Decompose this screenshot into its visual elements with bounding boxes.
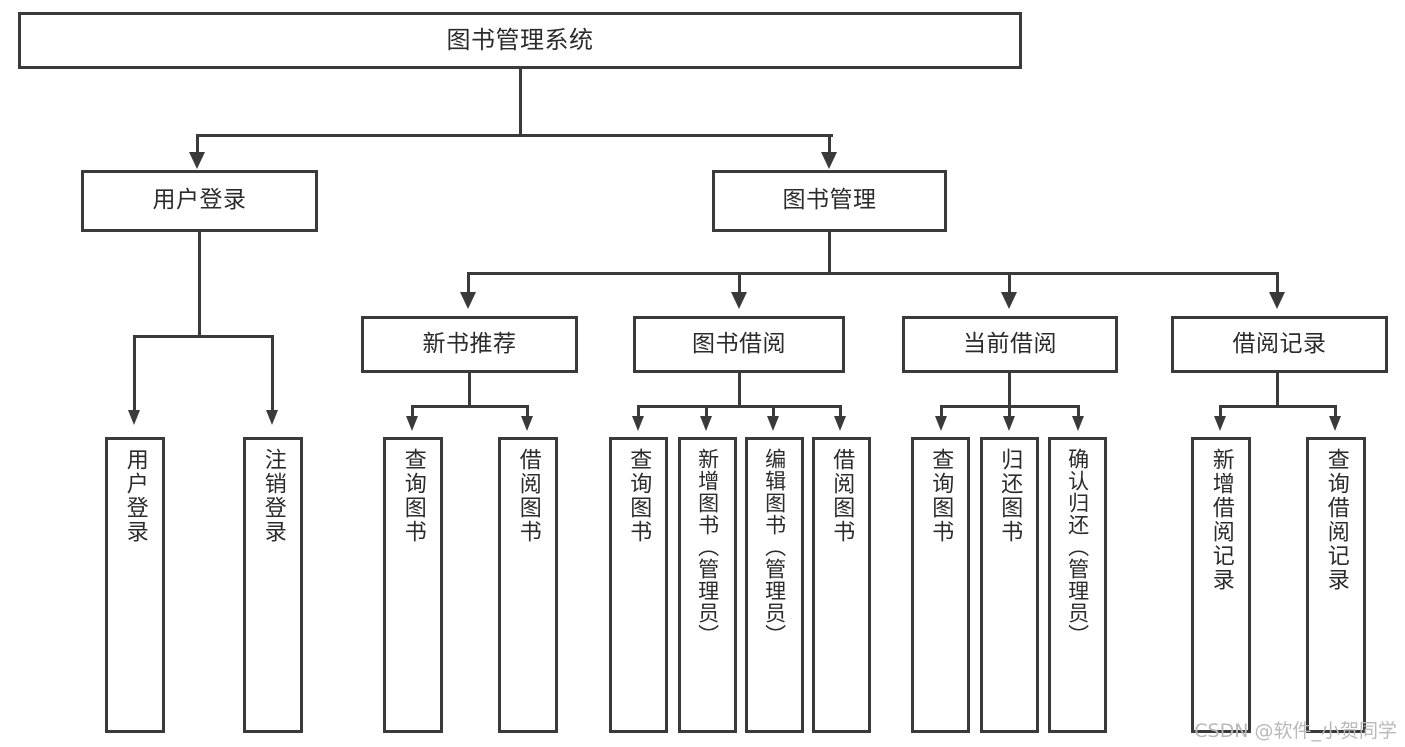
connector-root-bus [196, 134, 833, 137]
connector-book-borrow-leaf-3 [772, 405, 775, 419]
leaf-new-book-borrow-label: 借阅图书 [515, 448, 541, 544]
leaf-borrow-record-add[interactable]: 新增借阅记录 [1191, 437, 1251, 733]
connector-current-borrow-leaf-1 [940, 405, 943, 419]
connector-bm-to-current-borrow [1008, 272, 1011, 298]
connector-borrow-record-stem [1276, 373, 1279, 407]
arrowhead-borrow-record-leaf-1 [1214, 416, 1226, 431]
connector-bm-to-book-borrow [738, 272, 741, 298]
leaf-current-borrow-confirm-return-label: 确认归还（管理员） [1065, 448, 1090, 646]
connector-current-borrow-leaf-2 [1008, 405, 1011, 419]
connector-root-stem [519, 69, 522, 136]
leaf-borrow-record-query-label: 查询借阅记录 [1323, 448, 1349, 592]
leaf-book-borrow-edit-label: 编辑图书（管理员） [762, 448, 787, 646]
leaf-book-borrow-add-label: 新增图书（管理员） [695, 448, 720, 646]
arrowhead-bm-borrow-record [1269, 292, 1285, 309]
connector-user-login-bus [133, 335, 271, 338]
arrowhead-root-to-user-login [189, 152, 205, 169]
leaf-current-borrow-query-label: 查询图书 [928, 448, 954, 544]
leaf-book-borrow-add[interactable]: 新增图书（管理员） [678, 437, 737, 733]
node-user-login[interactable]: 用户登录 [81, 170, 318, 232]
arrowhead-user-login-leaf-2 [266, 410, 278, 425]
leaf-user-login-login[interactable]: 用户登录 [105, 437, 165, 733]
connector-book-borrow-stem [738, 373, 741, 407]
arrowhead-book-borrow-leaf-4 [834, 416, 846, 431]
node-book-management[interactable]: 图书管理 [712, 170, 947, 232]
node-root-book-management-system[interactable]: 图书管理系统 [18, 12, 1022, 69]
arrowhead-borrow-record-leaf-2 [1329, 416, 1341, 431]
leaf-book-borrow-borrow[interactable]: 借阅图书 [812, 437, 871, 733]
connector-new-book-stem [468, 373, 471, 407]
arrowhead-new-book-leaf-1 [406, 416, 418, 431]
node-book-borrow-label: 图书借阅 [692, 330, 786, 357]
node-current-borrow[interactable]: 当前借阅 [902, 316, 1118, 373]
leaf-new-book-query-label: 查询图书 [400, 448, 426, 544]
connector-book-management-bus [467, 272, 1279, 275]
connector-new-book-leaf-2 [526, 405, 529, 419]
connector-user-login-to-leaf-2 [271, 335, 274, 413]
node-book-management-label: 图书管理 [782, 187, 877, 214]
connector-borrow-record-leaf-1 [1219, 405, 1222, 419]
arrowhead-book-borrow-leaf-2 [700, 416, 712, 431]
leaf-new-book-query[interactable]: 查询图书 [383, 437, 443, 733]
connector-borrow-record-bus [1219, 405, 1337, 408]
node-user-login-label: 用户登录 [152, 187, 247, 214]
arrowhead-new-book-leaf-2 [521, 416, 533, 431]
connector-book-management-stem [828, 232, 831, 274]
leaf-user-login-logout[interactable]: 注销登录 [243, 437, 303, 733]
connector-book-borrow-bus [637, 405, 841, 408]
leaf-book-borrow-query-label: 查询图书 [626, 448, 652, 544]
leaf-current-borrow-return[interactable]: 归还图书 [980, 437, 1039, 733]
connector-current-borrow-leaf-3 [1077, 405, 1080, 419]
node-new-book-recommend-label: 新书推荐 [422, 330, 517, 357]
node-borrow-record-label: 借阅记录 [1232, 330, 1327, 357]
arrowhead-bm-current-borrow [1001, 292, 1017, 309]
connector-user-login-to-leaf-1 [133, 335, 136, 413]
arrowhead-user-login-leaf-1 [128, 410, 140, 425]
arrowhead-current-borrow-leaf-2 [1003, 416, 1015, 431]
arrowhead-current-borrow-leaf-1 [935, 416, 947, 431]
leaf-book-borrow-borrow-label: 借阅图书 [829, 448, 855, 544]
leaf-user-login-logout-label: 注销登录 [260, 448, 286, 544]
leaf-current-borrow-confirm-return[interactable]: 确认归还（管理员） [1048, 437, 1107, 733]
arrowhead-book-borrow-leaf-1 [632, 416, 644, 431]
leaf-user-login-login-label: 用户登录 [122, 448, 148, 544]
node-borrow-record[interactable]: 借阅记录 [1171, 316, 1388, 373]
leaf-borrow-record-add-label: 新增借阅记录 [1208, 448, 1234, 592]
node-current-borrow-label: 当前借阅 [963, 330, 1057, 357]
connector-book-borrow-leaf-1 [637, 405, 640, 419]
arrowhead-bm-book-borrow [731, 292, 747, 309]
connector-book-borrow-leaf-4 [839, 405, 842, 419]
leaf-borrow-record-query[interactable]: 查询借阅记录 [1306, 437, 1366, 733]
leaf-book-borrow-edit[interactable]: 编辑图书（管理员） [745, 437, 804, 733]
arrowhead-bm-new-book [460, 292, 476, 309]
connector-current-borrow-stem [1008, 373, 1011, 407]
node-new-book-recommend[interactable]: 新书推荐 [361, 316, 578, 373]
connector-bm-to-new-book [467, 272, 470, 298]
connector-new-book-leaf-1 [411, 405, 414, 419]
watermark-text: CSDN @软件_小贺同学 [1194, 720, 1397, 742]
leaf-new-book-borrow[interactable]: 借阅图书 [498, 437, 558, 733]
leaf-book-borrow-query[interactable]: 查询图书 [609, 437, 668, 733]
node-root-label: 图书管理系统 [446, 26, 594, 55]
leaf-current-borrow-query[interactable]: 查询图书 [911, 437, 970, 733]
leaf-current-borrow-return-label: 归还图书 [997, 448, 1023, 544]
node-book-borrow[interactable]: 图书借阅 [633, 316, 845, 373]
arrowhead-current-borrow-leaf-3 [1072, 416, 1084, 431]
connector-borrow-record-leaf-2 [1334, 405, 1337, 419]
connector-bm-to-borrow-record [1276, 272, 1279, 298]
connector-root-to-user-login [196, 134, 199, 156]
connector-new-book-bus [411, 405, 529, 408]
connector-user-login-stem [198, 232, 201, 337]
arrowhead-root-to-book-management [821, 152, 837, 169]
arrowhead-book-borrow-leaf-3 [767, 416, 779, 431]
connector-book-borrow-leaf-2 [705, 405, 708, 419]
connector-root-to-book-management [828, 134, 831, 156]
